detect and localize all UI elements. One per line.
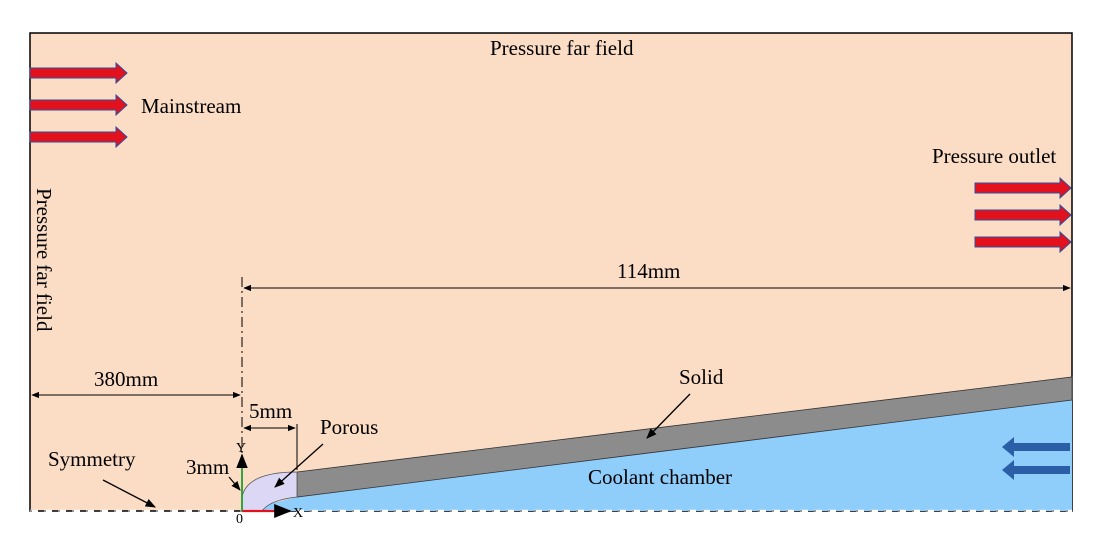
- mainstream-arrow: [29, 125, 128, 149]
- label-mainstream: Mainstream: [141, 94, 241, 118]
- coolant-arrow: [1002, 460, 1070, 480]
- coolant-arrow: [1002, 437, 1070, 457]
- solid-leader: [646, 393, 691, 439]
- label-pressure-outlet: Pressure outlet: [932, 144, 1056, 168]
- coolant-inlet-arrows: [1002, 437, 1070, 480]
- label-dim-380mm: 380mm: [94, 367, 158, 391]
- label-axis-y: Y: [236, 441, 246, 456]
- label-symmetry: Symmetry: [48, 447, 136, 471]
- nose-radius-leader: [228, 476, 241, 491]
- mainstream-arrow: [29, 61, 128, 85]
- coolant-chamber-region: [242, 400, 1072, 511]
- label-origin: 0: [236, 512, 243, 527]
- label-pressure-far-field-left: Pressure far field: [32, 188, 56, 332]
- label-axis-x: X: [293, 506, 303, 521]
- label-dim-5mm: 5mm: [249, 399, 292, 423]
- label-coolant-chamber: Coolant chamber: [588, 465, 732, 489]
- outlet-arrow: [974, 230, 1072, 254]
- outlet-arrow: [974, 203, 1072, 227]
- mainstream-arrows: [29, 61, 128, 149]
- symmetry-leader: [102, 479, 156, 508]
- outlet-arrows: [974, 176, 1072, 254]
- mainstream-arrow: [29, 93, 128, 117]
- label-solid: Solid: [679, 365, 724, 389]
- outlet-arrow: [974, 176, 1072, 200]
- label-dim-3mm: 3mm: [186, 455, 229, 479]
- label-porous: Porous: [320, 415, 378, 439]
- porous-leader: [274, 443, 324, 488]
- label-dim-114mm: 114mm: [617, 259, 680, 283]
- label-pressure-far-field-top: Pressure far field: [490, 36, 634, 60]
